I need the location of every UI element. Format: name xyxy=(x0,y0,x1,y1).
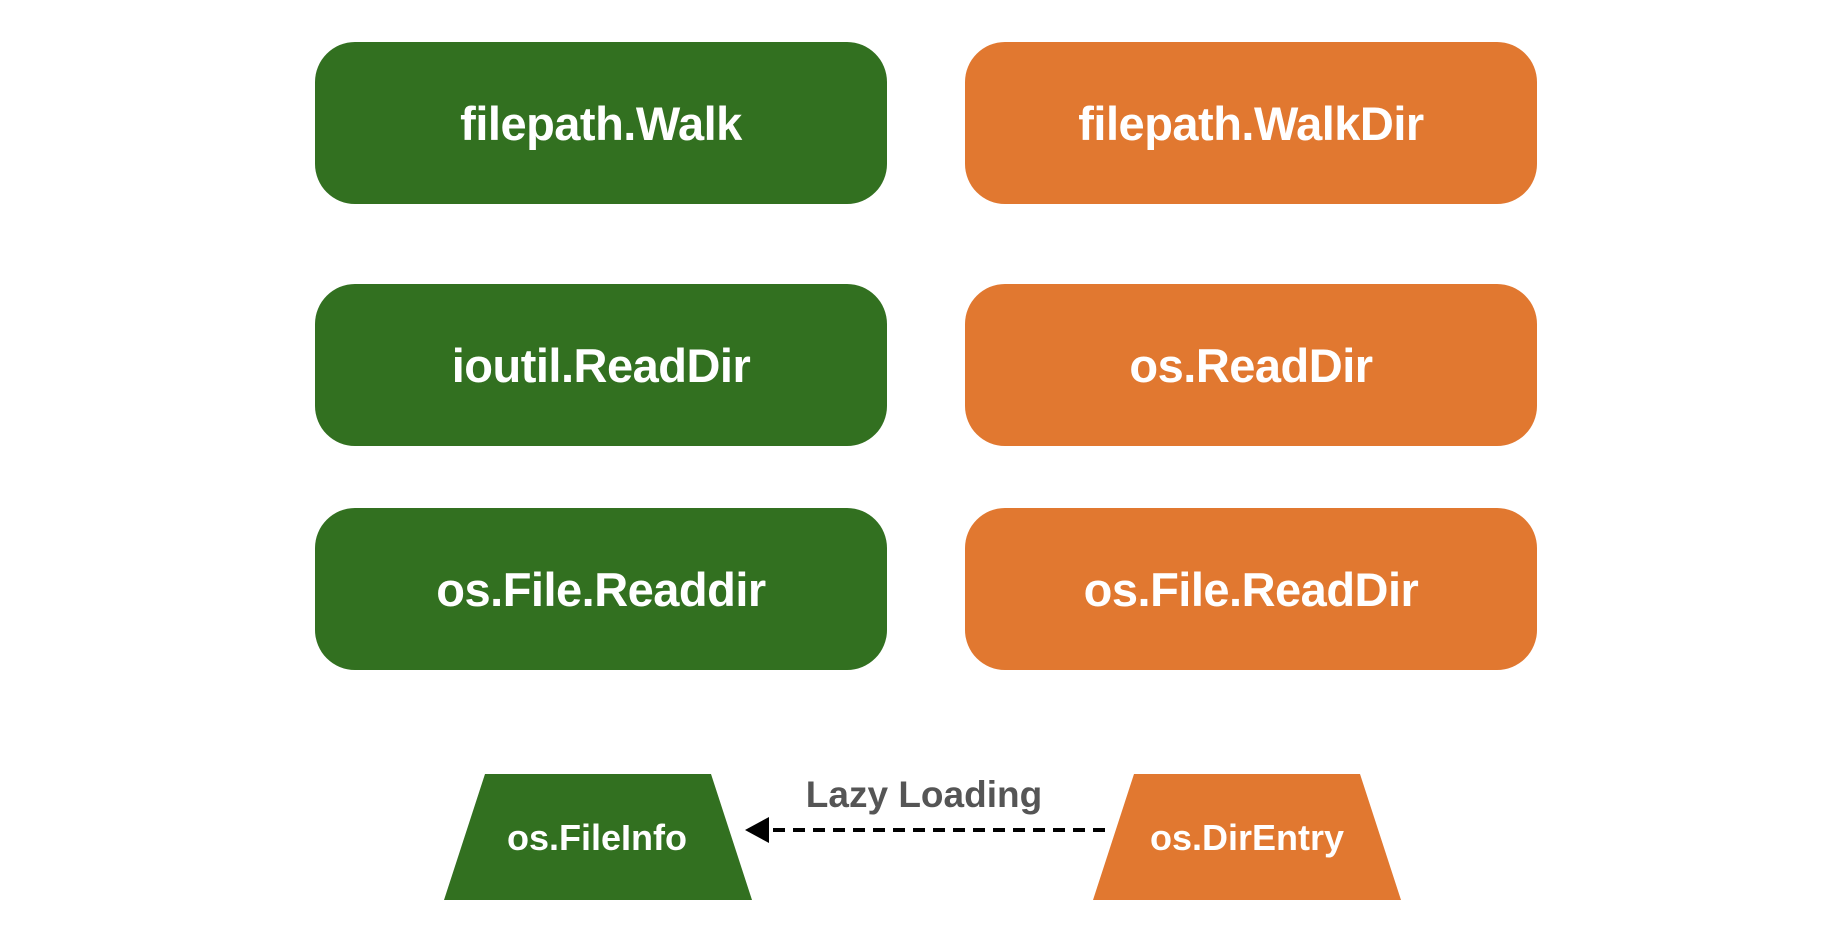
new-api-readdir-box: os.ReadDir xyxy=(965,284,1537,446)
lazy-loading-arrowhead xyxy=(745,817,769,843)
old-api-file-readdir-box: os.File.Readdir xyxy=(315,508,887,670)
old-api-readdir-box: ioutil.ReadDir xyxy=(315,284,887,446)
old-api-readdir-label: ioutil.ReadDir xyxy=(451,338,751,392)
new-api-walk-box: filepath.WalkDir xyxy=(965,42,1537,204)
fileinfo-type-label: os.FileInfo xyxy=(507,817,687,858)
old-api-walk-box: filepath.Walk xyxy=(315,42,887,204)
fileinfo-type-shape xyxy=(444,774,752,900)
old-api-walk-label: filepath.Walk xyxy=(460,96,742,150)
direntry-type-shape xyxy=(1093,774,1401,900)
new-api-file-readdir-label: os.File.ReadDir xyxy=(1083,562,1419,616)
new-api-readdir-label: os.ReadDir xyxy=(1129,338,1373,392)
old-api-file-readdir-label: os.File.Readdir xyxy=(436,562,766,616)
new-api-walk-label: filepath.WalkDir xyxy=(1078,96,1424,150)
direntry-type-label: os.DirEntry xyxy=(1150,817,1344,858)
new-api-file-readdir-box: os.File.ReadDir xyxy=(965,508,1537,670)
lazy-loading-label: Lazy Loading xyxy=(806,774,1042,815)
